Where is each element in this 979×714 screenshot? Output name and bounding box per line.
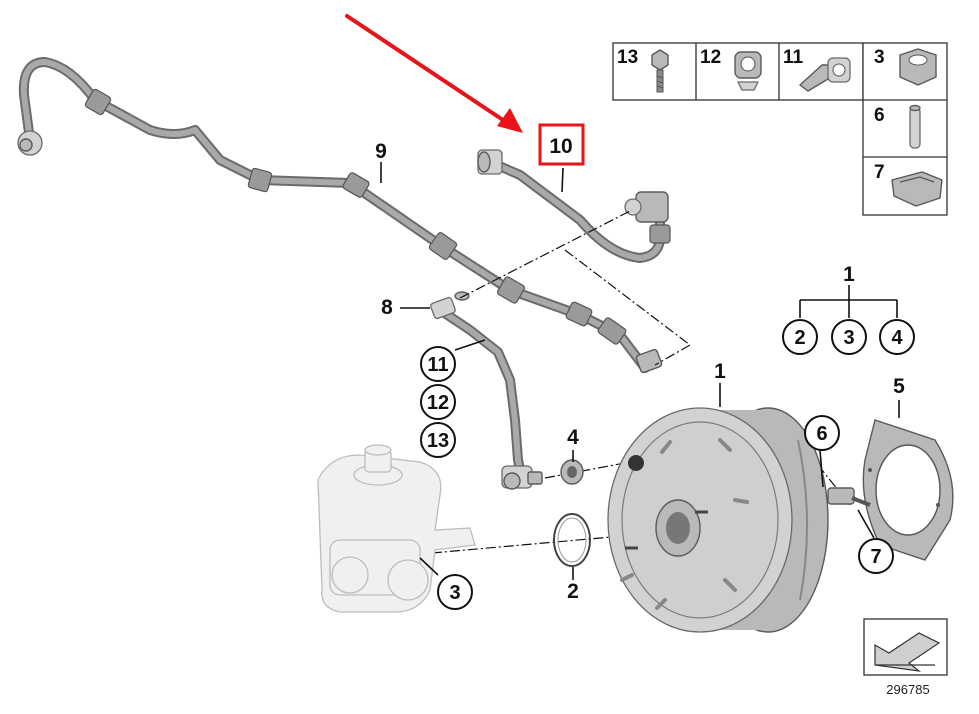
svg-text:6: 6 xyxy=(874,105,885,126)
svg-text:7: 7 xyxy=(874,162,885,183)
vacuum-line-9[interactable] xyxy=(17,57,663,374)
bolt-icon xyxy=(651,49,669,93)
vacuum-line-10[interactable] xyxy=(477,149,671,263)
set-item-4[interactable]: 4 xyxy=(879,319,915,355)
set-item-2[interactable]: 2 xyxy=(782,319,818,355)
svg-text:13: 13 xyxy=(617,47,638,68)
circled-callout-3-master-cyl[interactable]: 3 xyxy=(437,574,473,610)
vacuum-hose-8[interactable] xyxy=(430,291,543,490)
master-cylinder-ghost[interactable] xyxy=(317,444,476,613)
orientation-arrow-box xyxy=(863,618,948,676)
svg-text:7: 7 xyxy=(870,546,881,568)
svg-text:3: 3 xyxy=(449,582,460,604)
leader-lines xyxy=(380,162,900,580)
bracket-icon xyxy=(798,57,851,92)
svg-text:13: 13 xyxy=(427,430,449,452)
callout-9: 9 xyxy=(375,140,387,163)
legend-cell-7[interactable]: 7 xyxy=(874,162,943,207)
legend-cell-12[interactable]: 12 xyxy=(700,47,762,91)
brake-booster-1[interactable] xyxy=(607,407,829,633)
callout-5-gasket: 5 xyxy=(893,375,905,398)
booster-clip-assembly[interactable] xyxy=(827,487,871,507)
svg-text:12: 12 xyxy=(700,47,721,68)
circled-callout-7[interactable]: 7 xyxy=(858,538,894,574)
circled-callout-6[interactable]: 6 xyxy=(804,415,840,451)
spring-clip-icon xyxy=(891,171,943,207)
legend-cell-13[interactable]: 13 xyxy=(617,47,669,93)
nut-icon xyxy=(899,48,937,86)
svg-text:3: 3 xyxy=(843,327,854,349)
reference-number: 296785 xyxy=(886,682,929,697)
svg-text:12: 12 xyxy=(427,392,449,414)
callout-8: 8 xyxy=(381,296,393,319)
circled-callout-11[interactable]: 11 xyxy=(420,346,456,382)
svg-text:11: 11 xyxy=(783,47,804,68)
clamp-icon xyxy=(734,51,762,91)
legend-cell-6[interactable]: 6 xyxy=(874,104,921,149)
callout-2-oring: 2 xyxy=(567,580,579,603)
callout-4-grommet: 4 xyxy=(567,426,579,449)
legend-cell-3[interactable]: 3 xyxy=(874,47,937,86)
red-pointer-arrow xyxy=(345,14,523,133)
callout-1-set: 1 xyxy=(843,263,855,286)
callout-10-highlighted[interactable]: 10 xyxy=(538,123,585,166)
svg-text:4: 4 xyxy=(891,327,903,349)
svg-text:2: 2 xyxy=(794,327,805,349)
gasket-5[interactable] xyxy=(862,419,954,561)
callout-1-booster: 1 xyxy=(714,360,726,383)
small-parts-legend: 13 12 11 3 xyxy=(612,42,948,216)
legend-cell-11[interactable]: 11 xyxy=(783,47,851,92)
callout-10-label: 10 xyxy=(549,135,572,158)
set-item-3[interactable]: 3 xyxy=(831,319,867,355)
svg-text:3: 3 xyxy=(874,47,885,68)
pin-icon xyxy=(909,104,921,149)
svg-text:6: 6 xyxy=(816,423,827,445)
circled-callout-12[interactable]: 12 xyxy=(420,384,456,420)
circled-callout-13[interactable]: 13 xyxy=(420,422,456,458)
o-ring-2[interactable] xyxy=(553,513,591,567)
svg-text:11: 11 xyxy=(427,354,448,376)
grommet-4[interactable] xyxy=(560,459,584,485)
